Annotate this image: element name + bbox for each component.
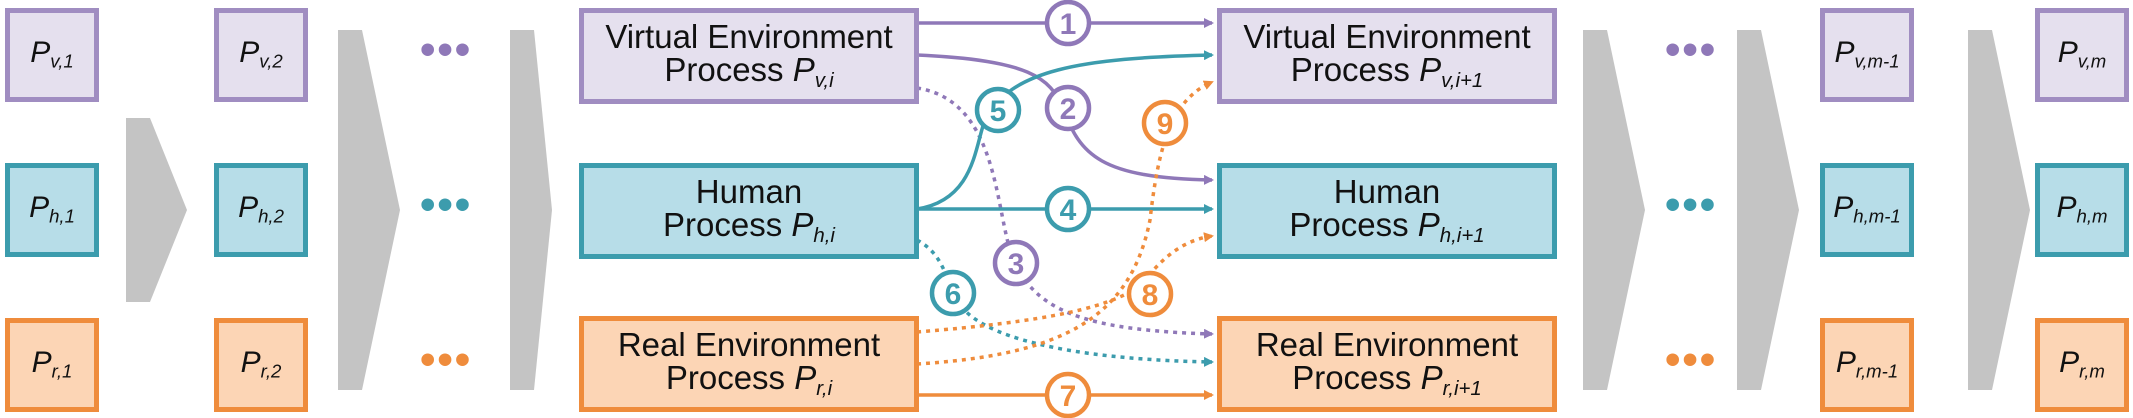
process-v-1: Pv,1 xyxy=(5,8,99,102)
svg-text:7: 7 xyxy=(1060,380,1077,413)
svg-text:1: 1 xyxy=(1060,8,1077,41)
process-h-2: Ph,2 xyxy=(214,163,308,257)
arrow-6 xyxy=(916,238,1214,367)
process-human-i: Human Process Ph,i xyxy=(579,163,919,259)
transition-8: 8 xyxy=(1126,270,1174,318)
process-real-i-plus-1: Real Environment Process Pr,i+1 xyxy=(1217,316,1557,412)
process-h-m-1: Ph,m-1 xyxy=(1820,163,1914,257)
process-r-m: Pr,m xyxy=(2035,318,2129,412)
svg-text:9: 9 xyxy=(1157,108,1174,141)
process-h-m: Ph,m xyxy=(2035,163,2129,257)
process-h-1: Ph,1 xyxy=(5,163,99,257)
svg-text:4: 4 xyxy=(1060,194,1077,227)
chevron-5 xyxy=(1737,30,1799,390)
process-real-i: Real Environment Process Pr,i xyxy=(579,316,919,412)
arrow-9 xyxy=(916,80,1214,366)
process-r-2: Pr,2 xyxy=(214,318,308,412)
transition-2: 2 xyxy=(1044,84,1092,132)
svg-text:2: 2 xyxy=(1060,93,1077,126)
ellipsis-real-left: ••• xyxy=(420,335,473,384)
ellipsis-human-right: ••• xyxy=(1665,180,1718,229)
transition-9: 9 xyxy=(1141,99,1189,147)
ellipsis-virtual-left: ••• xyxy=(420,25,473,74)
chevron-2 xyxy=(338,30,400,390)
process-v-2: Pv,2 xyxy=(214,8,308,102)
process-human-i-line1: Human xyxy=(695,172,803,210)
arrow-8 xyxy=(916,232,1214,334)
transition-3: 3 xyxy=(992,239,1040,287)
chevron-4 xyxy=(1583,30,1645,390)
transition-4: 4 xyxy=(1044,185,1092,233)
process-r-1: Pr,1 xyxy=(5,318,99,412)
svg-text:3: 3 xyxy=(1008,248,1025,281)
svg-text:5: 5 xyxy=(990,95,1007,128)
transition-6: 6 xyxy=(929,269,977,317)
process-virtual-i-line1: Virtual Environment xyxy=(605,17,893,55)
chevron-3 xyxy=(510,30,552,390)
svg-text:6: 6 xyxy=(945,278,962,311)
process-real-i-plus-1-line1: Real Environment xyxy=(1255,325,1519,363)
process-virtual-i-plus-1-line1: Virtual Environment xyxy=(1243,17,1531,55)
ellipsis-human-left: ••• xyxy=(420,180,473,229)
process-human-i-plus-1-line1: Human xyxy=(1333,172,1441,210)
svg-text:8: 8 xyxy=(1142,279,1159,312)
chevron-1 xyxy=(126,118,187,302)
transition-7: 7 xyxy=(1044,371,1092,418)
process-virtual-i-plus-1: Virtual Environment Process Pv,i+1 xyxy=(1217,8,1557,104)
process-human-i-plus-1: Human Process Ph,i+1 xyxy=(1217,163,1557,259)
process-v-m: Pv,m xyxy=(2035,8,2129,102)
transition-5: 5 xyxy=(974,86,1022,134)
chevron-6 xyxy=(1968,30,2030,390)
process-r-m-1: Pr,m-1 xyxy=(1820,318,1914,412)
process-real-i-line1: Real Environment xyxy=(617,325,881,363)
transition-1: 1 xyxy=(1044,0,1092,47)
process-v-m-1: Pv,m-1 xyxy=(1820,8,1914,102)
process-virtual-i: Virtual Environment Process Pv,i xyxy=(579,8,919,104)
ellipsis-real-right: ••• xyxy=(1665,335,1718,384)
ellipsis-virtual-right: ••• xyxy=(1665,25,1718,74)
